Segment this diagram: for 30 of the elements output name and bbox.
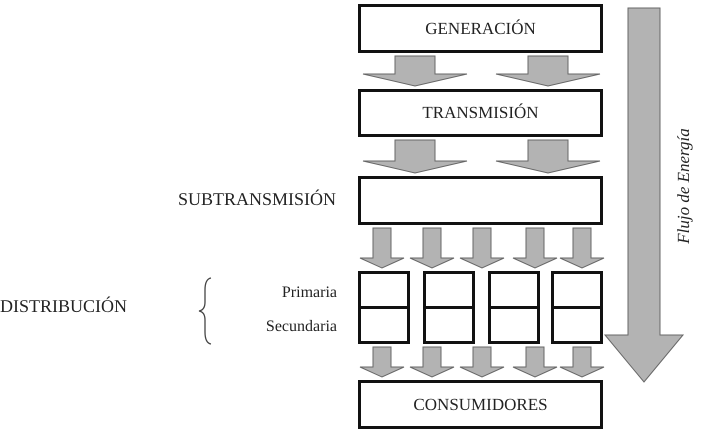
stage-label: TRANSMISIÓN: [422, 103, 539, 123]
block-arrow: [460, 346, 504, 378]
split-box: [551, 271, 603, 344]
split-box: [423, 271, 475, 344]
stage-label: CONSUMIDORES: [413, 394, 548, 414]
block-arrow: [410, 346, 454, 378]
stage-box: [358, 4, 603, 53]
block-arrow: [496, 56, 600, 87]
block-arrow: [496, 140, 600, 174]
block-arrow: [362, 56, 468, 87]
stage-label: GENERACIÓN: [425, 18, 536, 38]
level-label: DISTRIBUCIÓN: [0, 296, 128, 317]
stage-label: SUBTRANSMISIÓN: [178, 188, 336, 210]
block-arrow: [360, 228, 404, 269]
block-arrow: [560, 228, 604, 269]
block-arrow: [512, 228, 558, 269]
block-arrow: [512, 346, 558, 378]
stage-box: [358, 89, 603, 137]
flow-label: Flujo de Energía: [674, 128, 694, 244]
sublevel-label: Secundaria: [266, 318, 337, 336]
block-arrow: [460, 228, 504, 269]
split-box: [358, 176, 603, 225]
sublevel-label: Primaria: [282, 284, 337, 302]
split-box: [488, 271, 540, 344]
stage-box: [358, 380, 603, 429]
block-arrow: [360, 346, 404, 378]
block-arrow: [560, 346, 604, 378]
block-arrow: [362, 140, 468, 174]
block-arrow: [410, 228, 454, 269]
split-box: [358, 271, 410, 344]
